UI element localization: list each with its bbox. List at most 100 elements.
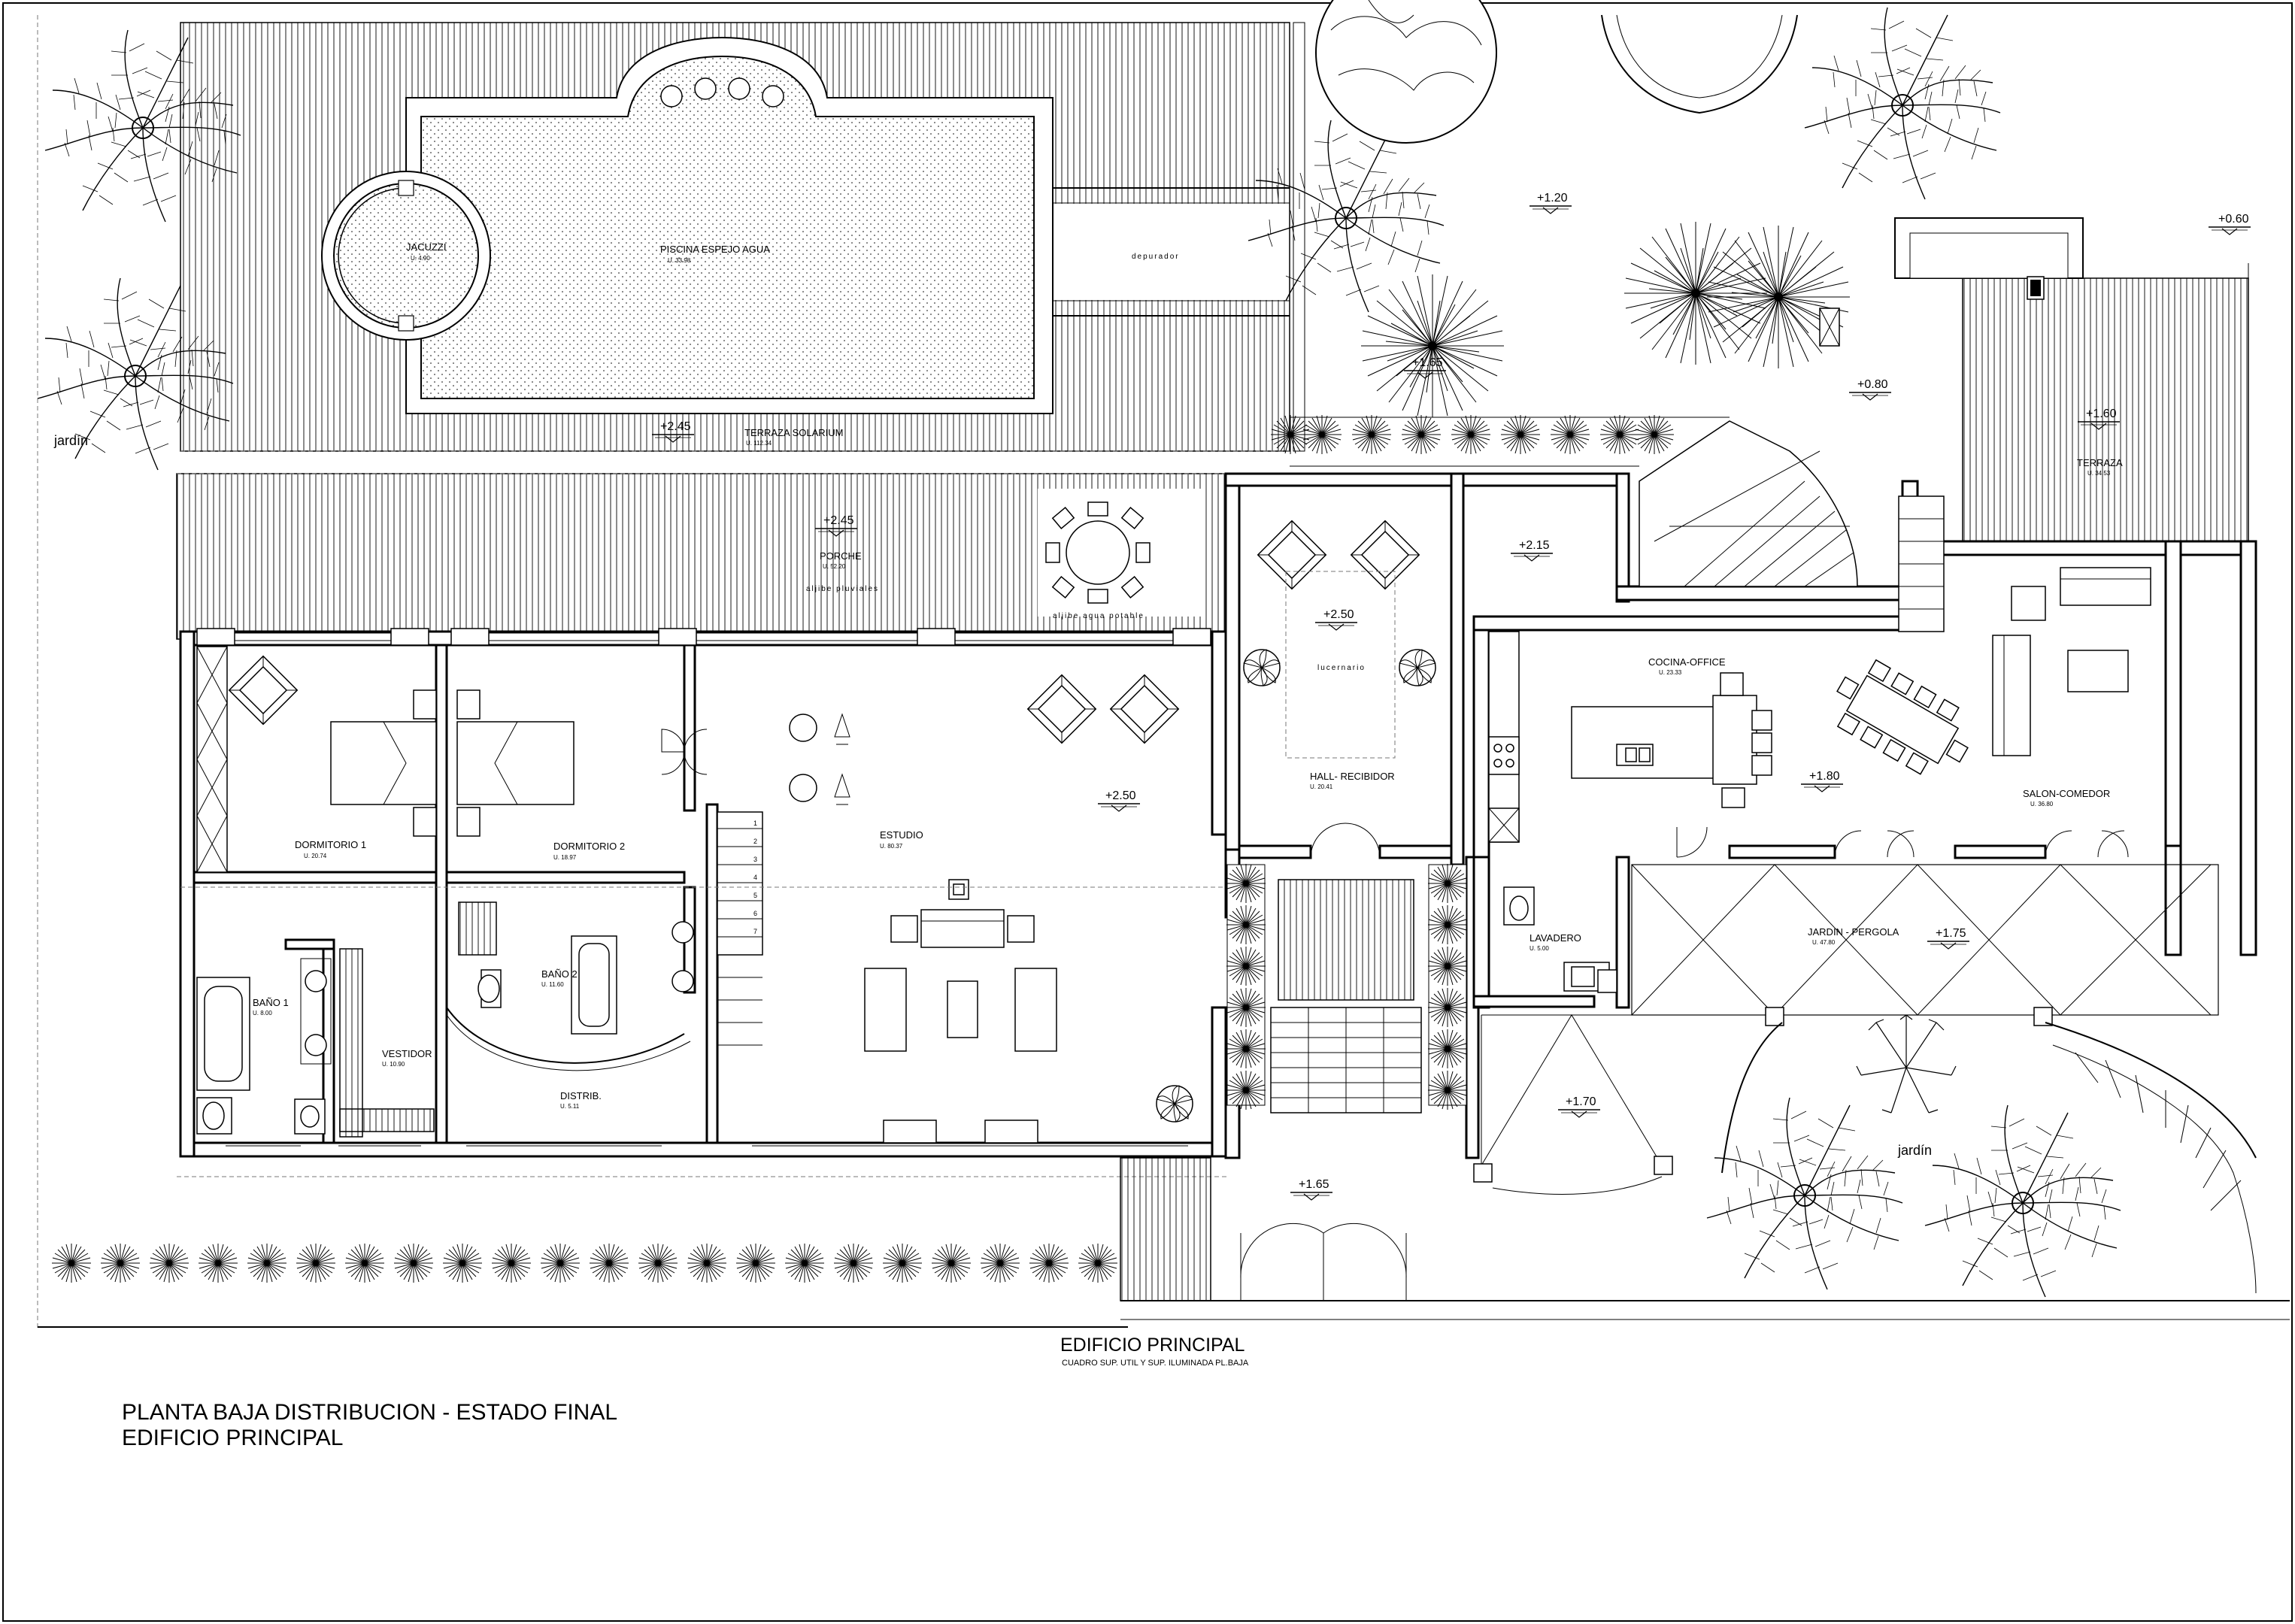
room-name-piscina: PISCINA ESPEJO AGUA (660, 244, 770, 255)
drawing-titles: EDIFICIO PRINCIPAL CUADRO SUP. UTIL Y SU… (122, 1335, 1249, 1450)
room-name-vestidor: VESTIDOR (382, 1048, 432, 1059)
armchair-icon (1109, 674, 1180, 744)
hedge-left (1226, 863, 1266, 1110)
room-area-jacuzzi: U. 4.90 (411, 255, 430, 262)
level-porche: +2.45 (823, 514, 854, 527)
north-level-marker-icon (1800, 783, 1844, 792)
room-area-dormitorio-2: U. 18.97 (553, 854, 577, 861)
room-area-hall: U. 20.41 (1310, 783, 1333, 790)
aljibe-potable-label: aljibe agua potable (1053, 612, 1144, 620)
sofa-icon (1014, 968, 1057, 1052)
level-entrance-lower: +1.65 (1299, 1178, 1329, 1191)
palm-tree-icon (1804, 7, 2001, 200)
bathroom-1 (196, 958, 332, 1135)
level-garden-left: +1.65 (1412, 356, 1443, 369)
door-hall (1310, 823, 1381, 859)
kitchen-counter (1488, 631, 1520, 843)
room-name-dormitorio-1: DORMITORIO 1 (295, 839, 366, 850)
garden-path (1721, 1022, 1783, 1174)
entrance-gate (1120, 1157, 1407, 1301)
level-cocina: +1.80 (1809, 770, 1840, 783)
sofa-icon (864, 968, 907, 1052)
stair-step-label: 5 (753, 892, 757, 899)
room-name-lavadero: LAVADERO (1529, 932, 1581, 944)
stair-step-label: 6 (753, 910, 757, 917)
bed-dormitorio-2 (456, 689, 575, 837)
room-area-dormitorio-1: U. 20.74 (304, 853, 327, 859)
room-area-vestidor: U. 10.90 (382, 1061, 405, 1068)
entrance-stair-icon (1270, 879, 1422, 1113)
depurador-label: depurador (1132, 253, 1180, 261)
windows (196, 628, 1211, 1147)
lucernario-label: lucernario (1317, 664, 1366, 672)
stair-step-label: 3 (753, 856, 757, 863)
sofa-icon (1992, 635, 2031, 756)
room-name-bano-1: BAÑO 1 (253, 997, 289, 1008)
bathroom-2 (446, 901, 694, 1071)
sofa-icon (2060, 567, 2151, 606)
building-subtitle: CUADRO SUP. UTIL Y SUP. ILUMINADA PL.BAJ… (1062, 1359, 1249, 1368)
room-name-porche: PORCHE (820, 550, 862, 562)
stair-step-label: 1 (753, 820, 757, 827)
stair-icon: 1 2 3 4 5 6 7 (717, 811, 763, 1046)
estudio-furniture (789, 713, 1057, 1052)
level-pergola: +1.75 (1936, 927, 1966, 940)
shrub-row-south (51, 1243, 1118, 1283)
north-level-marker-icon (1510, 553, 1554, 562)
room-name-cocina: COCINA-OFFICE (1648, 656, 1726, 668)
plant-pot-icon (1156, 1085, 1193, 1123)
depurador (1053, 187, 1290, 317)
armchair-icon (1257, 520, 1327, 590)
armchair-icon (228, 655, 299, 726)
room-area-salon: U. 36.80 (2030, 801, 2054, 807)
porch-dining-table-icon (1045, 501, 1151, 604)
building-title: EDIFICIO PRINCIPAL (1060, 1335, 1245, 1356)
level-terraza: +1.60 (2086, 408, 2117, 420)
armchair-icon (1350, 520, 1420, 590)
room-name-salon: SALON-COMEDOR (2023, 788, 2110, 799)
salon-doors (1676, 826, 2129, 858)
stair-step-label: 7 (753, 928, 757, 935)
room-area-piscina: U. 33.98 (668, 257, 691, 264)
annotations: depurador aljibe pluviales aljibe agua p… (53, 253, 1932, 1158)
north-level-marker-icon (1290, 1192, 1333, 1201)
terraza (1894, 217, 2249, 632)
north-level-marker-icon (1927, 941, 1970, 950)
main-title-line-2: EDIFICIO PRINCIPAL (122, 1426, 344, 1450)
round-tree-icon (1360, 274, 1505, 418)
jardin-right-label: jardín (1897, 1143, 1932, 1158)
toilet-icon (196, 1097, 232, 1135)
armchair-icon (1026, 674, 1097, 744)
north-level-marker-icon (2208, 226, 2251, 235)
hedge-right (1427, 863, 1468, 1110)
level-markers: +2.45 +2.45 +2.50 +2.50 +2.15 +1.20 +1.6… (651, 192, 2251, 1201)
room-area-bano-2: U. 11.60 (541, 981, 564, 988)
room-area-cocina: U. 23.33 (1659, 669, 1682, 676)
room-name-bano-2: BAÑO 2 (541, 968, 578, 980)
bed-dormitorio-1 (330, 689, 437, 837)
lucernario-outline (1285, 571, 1396, 759)
north-level-marker-icon (1848, 392, 1892, 401)
level-solarium: +2.45 (660, 420, 691, 433)
fountain-icon (1601, 14, 1798, 114)
level-pergola-left: +1.70 (1566, 1095, 1596, 1108)
aljibe-pluviales-label: aljibe pluviales (806, 585, 879, 593)
lavadero-fixtures (1503, 886, 1617, 993)
level-far-right: +0.60 (2218, 213, 2249, 226)
pergola (1473, 864, 2219, 1195)
room-name-jacuzzi: JACUZZI (406, 241, 446, 253)
kitchen-island-icon (1571, 672, 1772, 808)
level-garden-top: +1.20 (1537, 192, 1568, 205)
room-area-distrib: U. 5.11 (560, 1103, 580, 1110)
kitchen-walls (1472, 472, 2257, 1009)
room-name-terraza: TERRAZA (2077, 457, 2123, 468)
room-name-estudio: ESTUDIO (880, 829, 923, 841)
round-tree-icon (1623, 221, 1768, 365)
level-estudio: +2.50 (1105, 789, 1136, 802)
room-labels: JACUZZI U. 4.90 PISCINA ESPEJO AGUA U. 3… (253, 241, 2123, 1110)
stair-step-label: 2 (753, 838, 757, 845)
shrub-icon (1856, 1014, 1957, 1113)
room-area-lavadero: U. 5.00 (1529, 945, 1549, 952)
level-hall: +2.50 (1323, 608, 1354, 621)
